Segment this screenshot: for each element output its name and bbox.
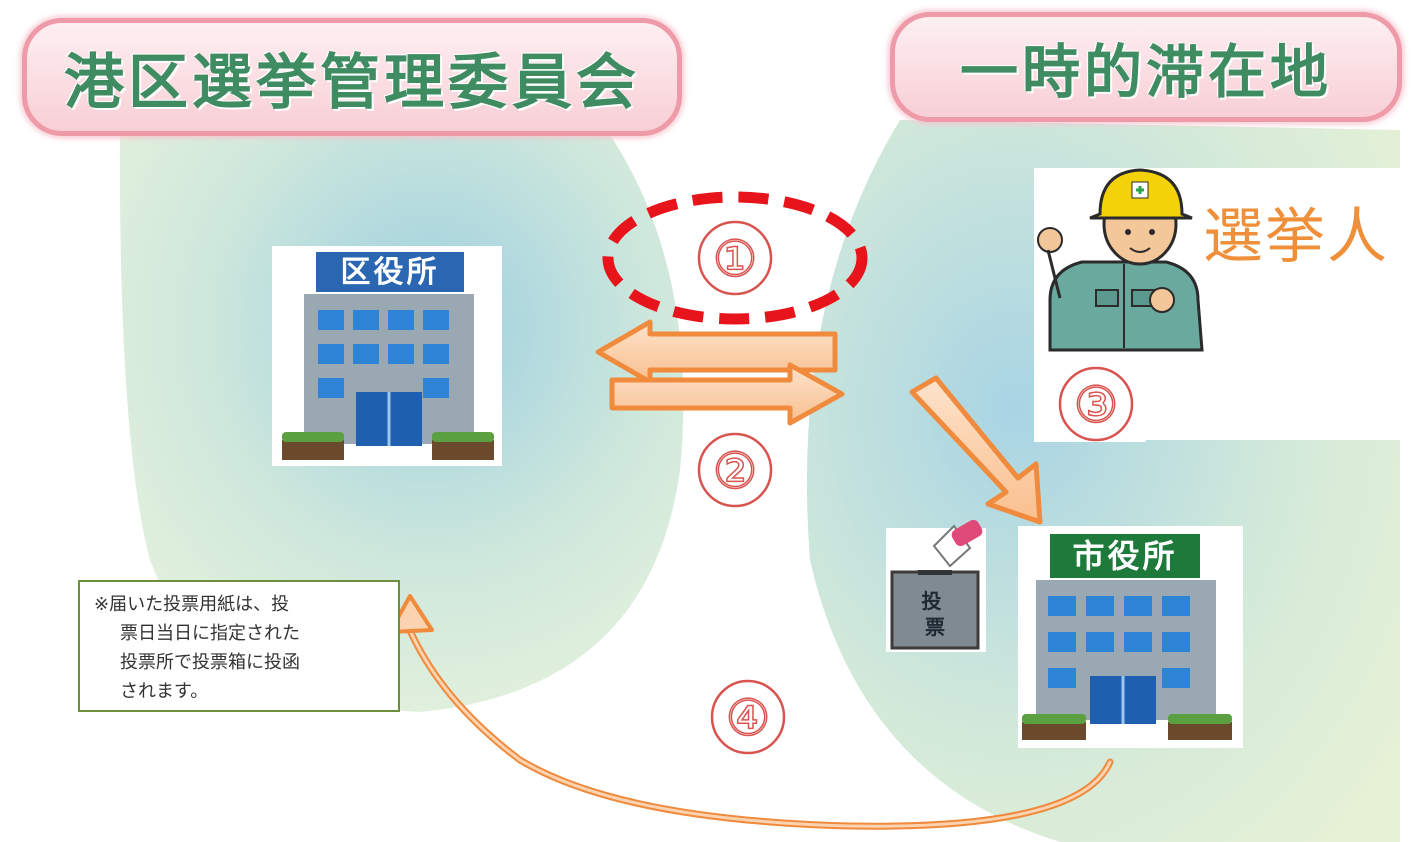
step1-circle bbox=[697, 220, 773, 296]
ballot-note: ※届いた投票用紙は、投 票日当日に指定された 投票所で投票箱に投函 されます。 bbox=[78, 580, 400, 712]
arrow-step4 bbox=[388, 594, 1114, 830]
step1-number: ① bbox=[713, 230, 758, 288]
ballot-box-label: 投 票 bbox=[922, 589, 949, 639]
step2-circle bbox=[697, 432, 773, 508]
voter-worker-icon bbox=[1037, 168, 1204, 352]
step2-number: ② bbox=[713, 442, 758, 500]
right-title: 一時的滞在地 bbox=[890, 12, 1402, 122]
city-office-building-icon bbox=[1018, 526, 1243, 748]
step4-circle bbox=[710, 679, 786, 755]
note-line-3: 投票所で投票箱に投函 bbox=[120, 652, 300, 673]
step4-number: ④ bbox=[726, 689, 771, 747]
note-line-4: されます。 bbox=[120, 681, 209, 702]
step1-highlight-ellipse bbox=[602, 191, 868, 325]
arrow-step1 bbox=[595, 319, 838, 385]
note-line-2: 票日当日に指定された bbox=[120, 623, 300, 644]
ward-office-label: 区役所 bbox=[341, 255, 440, 290]
voter-label: 選挙人 bbox=[1203, 202, 1389, 272]
step3-number: ③ bbox=[1074, 376, 1119, 434]
note-line-1: ※届いた投票用紙は、投 bbox=[94, 594, 290, 615]
arrow-step3 bbox=[909, 375, 1043, 525]
arrow-step2 bbox=[609, 362, 845, 426]
step3-circle bbox=[1058, 366, 1134, 442]
city-office-label: 市役所 bbox=[1072, 537, 1177, 575]
ward-office-building-icon bbox=[272, 246, 502, 466]
ballot-box-icon bbox=[886, 519, 986, 652]
left-title: 港区選挙管理委員会 bbox=[22, 18, 682, 136]
